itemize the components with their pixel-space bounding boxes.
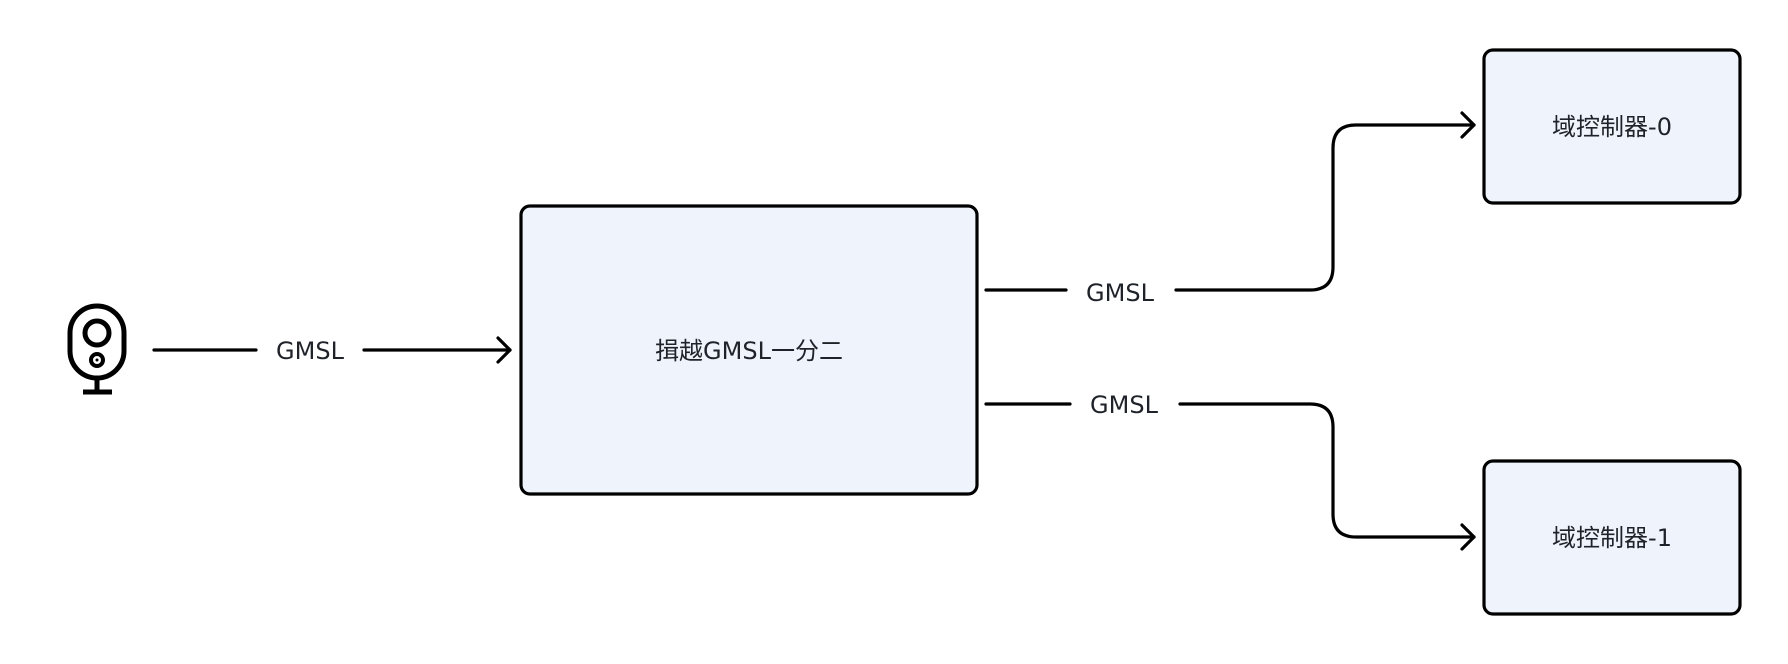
edge-camera-to-splitter[interactable]: GMSL xyxy=(152,336,512,365)
connector-line xyxy=(1178,402,1476,539)
node-label: 揖越GMSL一分二 xyxy=(655,337,843,365)
node-domain-controller-1[interactable]: 域控制器-1 xyxy=(1482,459,1742,616)
edge-splitter-to-dc0[interactable]: GMSL xyxy=(984,111,1476,307)
arrowhead-icon xyxy=(496,336,512,364)
arrowhead-icon xyxy=(1460,523,1476,551)
node-label: 域控制器-0 xyxy=(1552,113,1672,141)
arrowhead-icon xyxy=(1460,111,1476,139)
node-splitter[interactable]: 揖越GMSL一分二 xyxy=(519,204,979,496)
node-domain-controller-0[interactable]: 域控制器-0 xyxy=(1482,48,1742,205)
edge-label: GMSL xyxy=(1090,391,1159,419)
edge-label: GMSL xyxy=(276,337,345,365)
connector-line xyxy=(1174,123,1476,292)
camera-icon[interactable] xyxy=(67,303,127,395)
node-label: 域控制器-1 xyxy=(1552,524,1672,552)
edge-label: GMSL xyxy=(1086,279,1155,307)
edge-splitter-to-dc1[interactable]: GMSL xyxy=(984,391,1476,551)
